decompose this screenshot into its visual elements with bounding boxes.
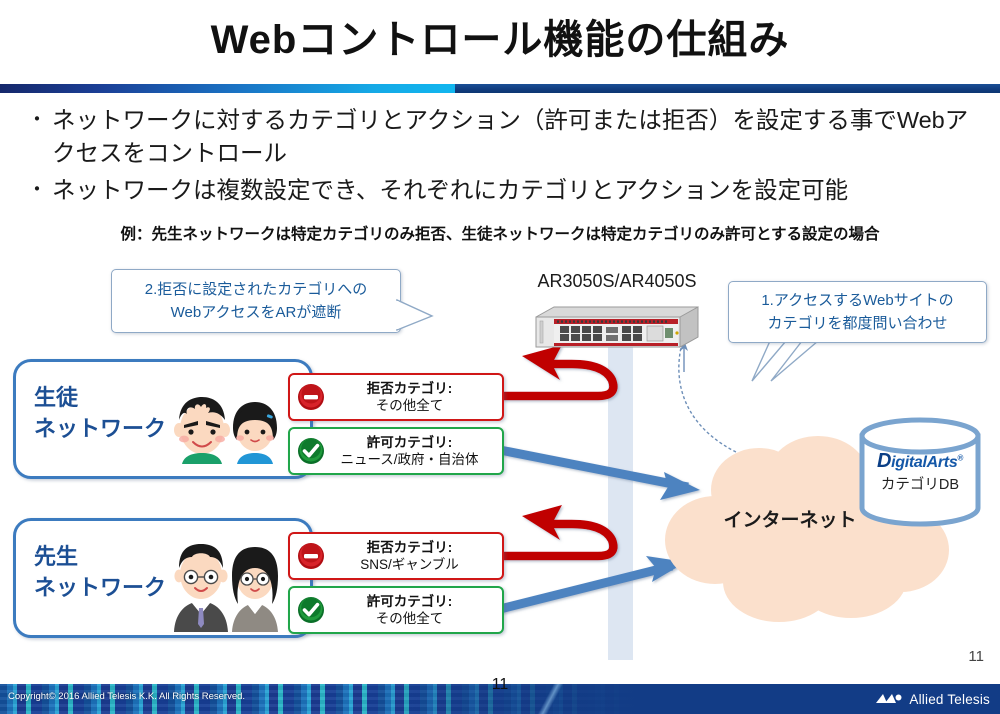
red-block-arrow-student: [502, 345, 618, 401]
network-label-student: 生徒 ネットワーク: [34, 382, 166, 444]
vertical-band: [608, 330, 633, 660]
callout-step-2-line1: 2.拒否に設定されたカテゴリへの: [144, 281, 368, 298]
deny-icon: [297, 542, 325, 570]
avatar-female-teacher: [232, 547, 278, 632]
bullet-marker: ・: [27, 179, 47, 201]
callout-step-1-line2: カテゴリを都度問い合わせ: [767, 315, 948, 332]
network-label-student-line2: ネットワーク: [34, 416, 167, 441]
db-brand-registered: ®: [957, 453, 964, 463]
example-caption: 例：先生ネットワークは特定カテゴリのみ拒否、生徒ネットワークは特定カテゴリのみ許…: [120, 226, 880, 243]
avatar-male-teacher: [174, 544, 228, 632]
router-model-label: AR3050S/AR4050S: [537, 271, 697, 291]
page-number-footer: 11: [491, 676, 509, 693]
bullet-text: ネットワークに対するカテゴリとアクション（許可または拒否）を設定する事でWebア…: [52, 107, 969, 166]
chip-allow-teacher: 許可カテゴリ: その他全て: [288, 586, 504, 634]
allied-telesis-logo-icon: [876, 692, 902, 706]
divider-solid-segment: [455, 84, 1000, 93]
page-title: Webコントロール機能の仕組み: [210, 18, 790, 62]
chip-body: ニュース/政府・自治体: [340, 452, 479, 467]
brand-lockup: Allied Telesis: [876, 689, 990, 709]
brand-name: Allied Telesis: [909, 691, 990, 707]
chip-head: 許可カテゴリ:: [366, 594, 453, 609]
title-divider: [0, 84, 1000, 93]
avatar-girl-student: [233, 402, 277, 464]
network-label-teacher-line1: 先生: [34, 544, 79, 569]
callout-step-1-line1: 1.アクセスするWebサイトの: [761, 292, 954, 309]
copyright-text: Copyright© 2016 Allied Telesis K.K. All …: [8, 691, 246, 702]
chip-allow-student-text: 許可カテゴリ: ニュース/政府・自治体: [325, 434, 502, 468]
chip-head: 拒否カテゴリ:: [366, 540, 453, 555]
db-brand-initial: D: [876, 450, 892, 472]
avatar-boy-student: [174, 397, 230, 464]
bullet-text: ネットワークは複数設定でき、それぞれにカテゴリとアクションを設定可能: [52, 177, 849, 203]
chip-head: 許可カテゴリ:: [366, 435, 453, 450]
allow-icon: [297, 437, 325, 465]
callout-step-2: 2.拒否に設定されたカテゴリへの WebアクセスをARが遮断: [111, 269, 401, 333]
red-block-arrow-teacher: [502, 505, 618, 561]
chip-deny-student-text: 拒否カテゴリ: その他全て: [325, 380, 502, 414]
page-number-corner: 11: [968, 648, 984, 665]
bullet-item: ・ ネットワークは複数設定でき、それぞれにカテゴリとアクションを設定可能: [22, 174, 982, 207]
bullet-item: ・ ネットワークに対するカテゴリとアクション（許可または拒否）を設定する事でWe…: [22, 104, 982, 170]
network-label-teacher-line2: ネットワーク: [34, 575, 167, 600]
teacher-avatars: [174, 544, 278, 632]
chip-head: 拒否カテゴリ:: [366, 381, 453, 396]
db-caption: カテゴリDB: [880, 477, 960, 493]
callout-step-2-line2: WebアクセスをARが遮断: [170, 304, 342, 321]
chip-body: SNS/ギャンブル: [360, 557, 459, 572]
student-avatars: [174, 397, 277, 464]
footer-swoosh: [330, 684, 800, 714]
chip-deny-teacher-text: 拒否カテゴリ: SNS/ギャンブル: [325, 539, 502, 573]
deny-icon: [297, 383, 325, 411]
ar-router-device: [532, 303, 702, 351]
chip-allow-student: 許可カテゴリ: ニュース/政府・自治体: [288, 427, 504, 475]
callout-step-1: 1.アクセスするWebサイトの カテゴリを都度問い合わせ: [728, 281, 987, 343]
network-label-student-line1: 生徒: [34, 385, 79, 410]
chip-deny-teacher: 拒否カテゴリ: SNS/ギャンブル: [288, 532, 504, 580]
category-database: [856, 417, 984, 527]
chip-body: その他全て: [375, 398, 444, 413]
digital-arts-logo: DigitalArts®: [858, 450, 982, 473]
cloud-label: インターネット: [723, 510, 857, 531]
allow-icon: [297, 596, 325, 624]
bullet-marker: ・: [27, 109, 47, 131]
chip-deny-student: 拒否カテゴリ: その他全て: [288, 373, 504, 421]
bullet-list: ・ ネットワークに対するカテゴリとアクション（許可または拒否）を設定する事でWe…: [22, 104, 982, 211]
network-label-teacher: 先生 ネットワーク: [34, 541, 166, 603]
chip-allow-teacher-text: 許可カテゴリ: その他全て: [325, 593, 502, 627]
db-brand-name: igitalArts: [891, 454, 958, 471]
chip-body: その他全て: [375, 611, 444, 626]
divider-gradient-segment: [0, 84, 455, 93]
footer-bar: Copyright© 2016 Allied Telesis K.K. All …: [0, 684, 1000, 714]
